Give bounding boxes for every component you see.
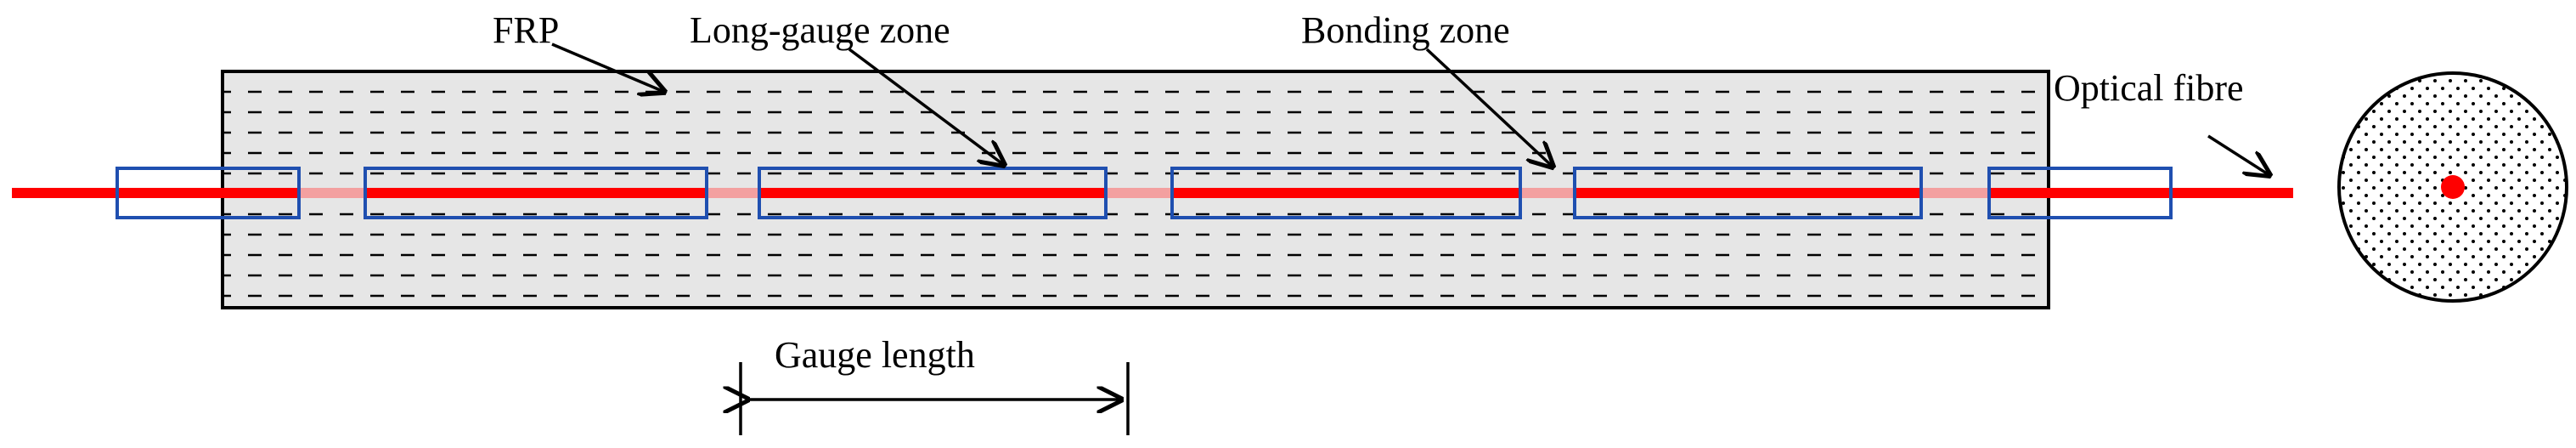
label-optical-fibre: Optical fibre xyxy=(2054,67,2244,109)
label-frp: FRP xyxy=(493,9,559,51)
gauge-segment-5 xyxy=(1573,167,1923,219)
arrow-bonding-zone xyxy=(1425,48,1553,167)
label-bonding-zone: Bonding zone xyxy=(1301,9,1510,51)
label-gauge-length: Gauge length xyxy=(775,334,975,376)
long-gauge-zones xyxy=(116,167,2173,219)
gauge-segment-6 xyxy=(1987,167,2173,219)
arrow-frp xyxy=(551,43,664,92)
bonding-zone-segments xyxy=(299,188,1989,198)
gauge-segment-2 xyxy=(364,167,708,219)
arrow-optical-fibre xyxy=(2207,134,2269,175)
gauge-segment-3 xyxy=(758,167,1108,219)
gauge-length-dimension xyxy=(741,362,1130,435)
label-long-gauge-zone: Long-gauge zone xyxy=(690,9,950,51)
gauge-segment-1 xyxy=(116,167,301,219)
fibre-core-dot xyxy=(2441,175,2465,199)
gauge-segment-4 xyxy=(1170,167,1522,219)
leader-arrows xyxy=(551,43,2269,175)
arrow-long-gauge-zone xyxy=(848,48,1004,165)
